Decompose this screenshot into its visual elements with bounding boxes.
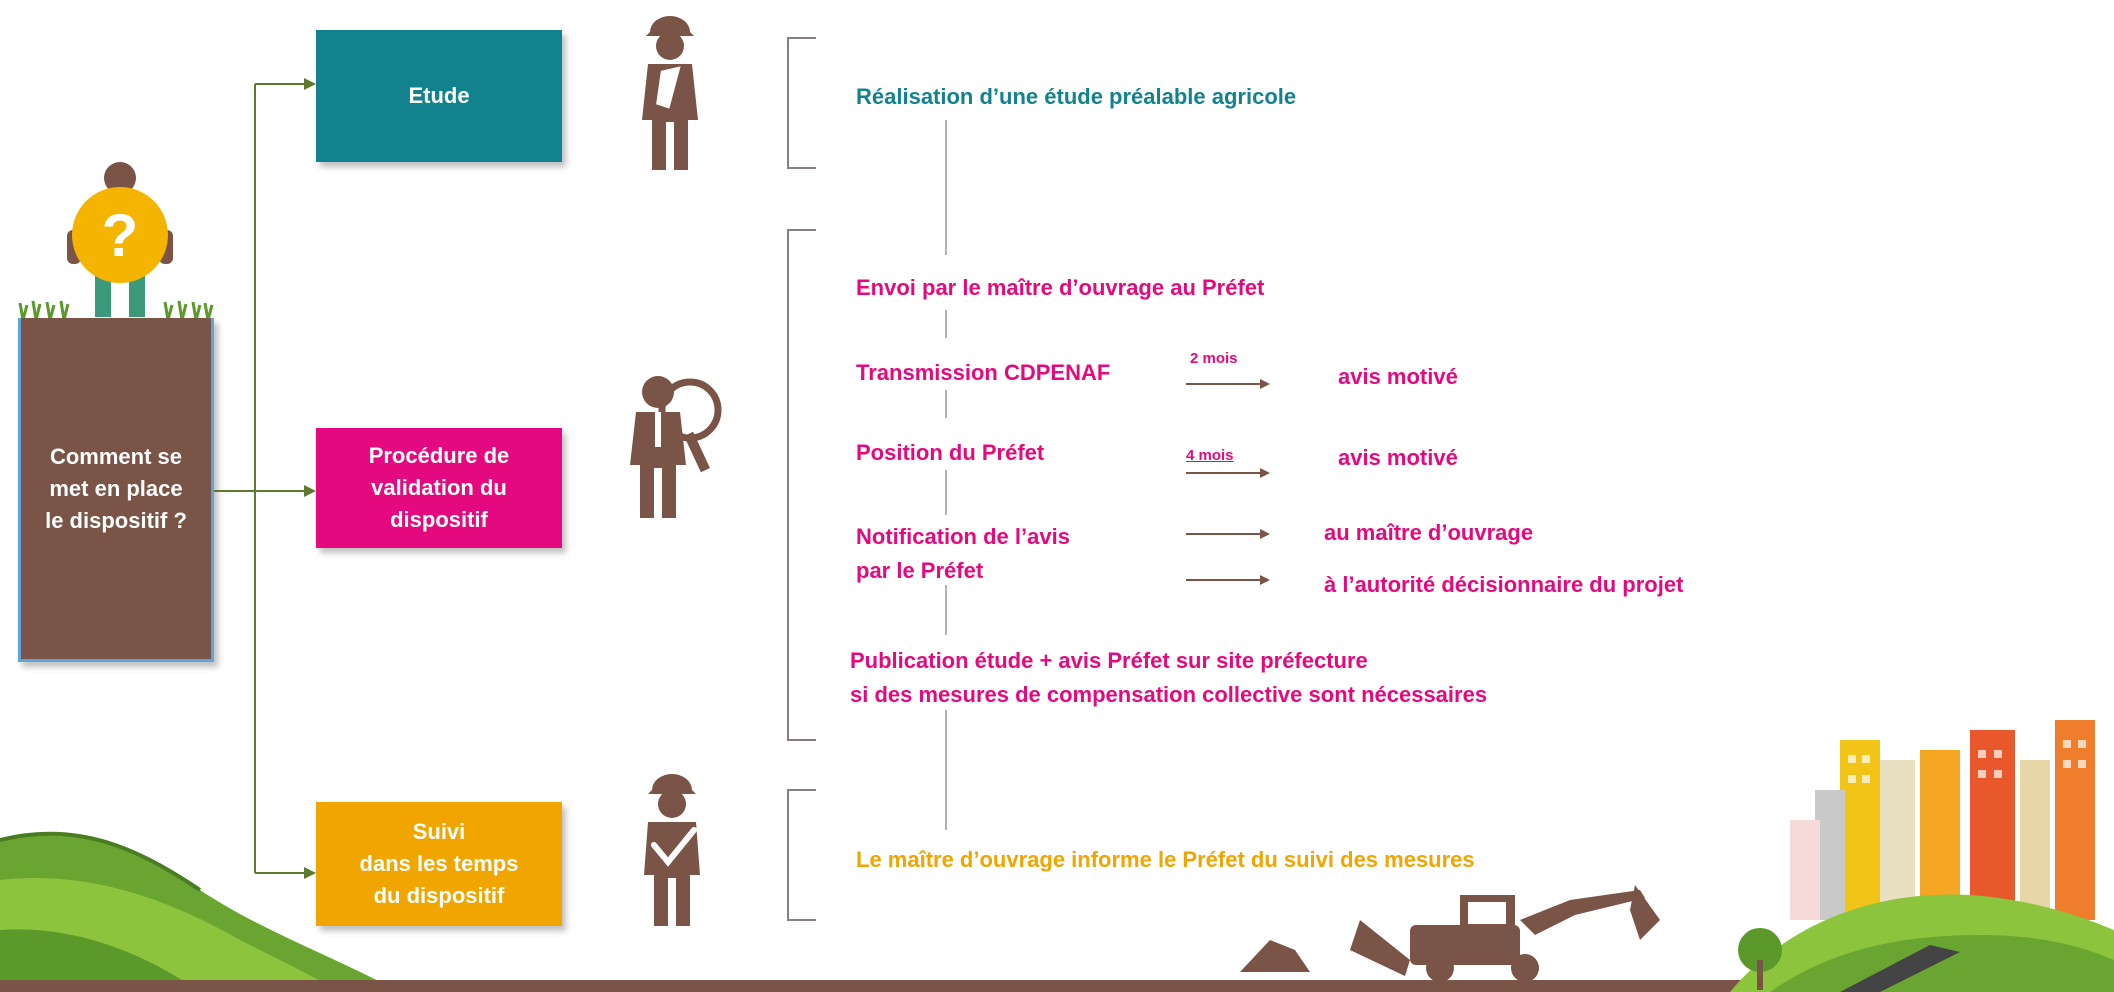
grass-icon (18, 300, 214, 321)
step-suivi: Le maître d’ouvrage informe le Préfet du… (856, 847, 1475, 872)
step-envoi: Envoi par le maître d’ouvrage au Préfet (856, 275, 1265, 300)
step-transmission-result: avis motivé (1338, 364, 1458, 389)
inspector-with-magnifier-icon (630, 376, 722, 518)
step-notification-result-1: au maître d’ouvrage (1324, 520, 1534, 545)
stage-validation-box: Procédure de validation du dispositif (316, 428, 562, 548)
step-position: Position du Préfet (856, 440, 1045, 465)
question-box: Comment se met en place le dispositif ? (18, 318, 214, 662)
engineer-with-plan-icon (642, 16, 698, 170)
landscape-bottom-ground-icon (0, 980, 2114, 992)
stage-etude-box: Etude (316, 30, 562, 162)
stage-etude-label: Etude (408, 83, 470, 108)
supervisor-with-checkmark-icon (644, 774, 700, 926)
stage-suivi-label: Suivi dans les temps du dispositif (359, 819, 519, 908)
question-box-label: Comment se met en place le dispositif ? (45, 443, 187, 533)
step-transmission: Transmission CDPENAF (856, 360, 1111, 385)
stage-suivi-box: Suivi dans les temps du dispositif (316, 802, 562, 926)
landscape-left-hill-icon (0, 831, 400, 992)
step-transmission-delay: 2 mois (1190, 350, 1238, 367)
step-position-result: avis motivé (1338, 445, 1458, 470)
step-realisation: Réalisation d’une étude préalable agrico… (856, 84, 1297, 109)
question-mark-person-icon: ? (67, 162, 173, 317)
city-buildings-icon (1730, 720, 2114, 992)
excavator-icon (1240, 885, 1660, 982)
step-notification: Notification de l’avis par le Préfet (856, 524, 1070, 583)
stage-validation-label: Procédure de validation du dispositif (368, 443, 510, 532)
step-notification-result-2: à l’autorité décisionnaire du projet (1324, 572, 1684, 597)
step-position-delay: 4 mois (1186, 447, 1234, 464)
step-publication: Publication étude + avis Préfet sur site… (850, 648, 1488, 707)
svg-text:?: ? (102, 202, 139, 269)
